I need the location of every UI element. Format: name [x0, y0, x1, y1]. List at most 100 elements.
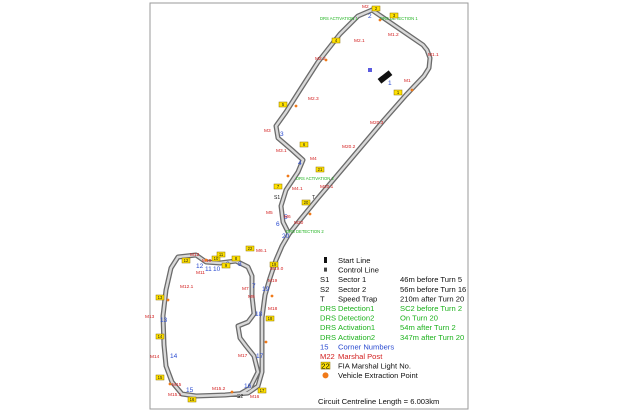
marshal-posts: M1 M1.1 M1.2 M2 M2.1 M2.2 M2.3 M3 M3.1 M…	[145, 4, 439, 400]
svg-text:12: 12	[184, 258, 189, 263]
marshal-m17: M17	[238, 353, 248, 359]
legend-label: Activation2	[338, 333, 375, 342]
marshal-m9: M9	[248, 294, 255, 300]
corner-18: 18	[255, 311, 263, 318]
legend-key: DRS	[320, 333, 336, 342]
svg-text:16: 16	[190, 397, 195, 402]
marshal-m2: M2	[362, 4, 369, 10]
marshal-m15: M15	[172, 382, 182, 388]
legend-row: Start Line	[324, 256, 371, 265]
marshal-m15-2: M15.2	[212, 386, 226, 392]
legend-label: Start Line	[338, 256, 371, 265]
extraction-point	[286, 174, 290, 178]
marshal-m2-2: M2.2	[315, 56, 326, 62]
marshal-m12: M12	[190, 252, 200, 258]
svg-text:19: 19	[272, 262, 277, 267]
marshal-m2-1: M2.1	[354, 38, 365, 44]
legend-label: FIA Marshal Light No.	[338, 362, 411, 371]
legend-detail: 56m before Turn 16	[400, 285, 466, 294]
light-21: 21	[315, 166, 325, 173]
marshal-m1: M1	[404, 78, 411, 84]
light-17: 17	[257, 387, 267, 394]
start-line-mark	[377, 70, 393, 84]
light-20: 20	[301, 199, 311, 206]
sector-2-mark: S2	[237, 394, 243, 400]
marshal-m19-0: M19.0	[270, 266, 284, 272]
light-8: 8	[231, 255, 241, 262]
light-5: 5	[278, 101, 288, 108]
corner-14: 14	[170, 353, 178, 360]
start-line-icon	[324, 257, 327, 263]
extraction-point	[294, 104, 298, 108]
light-12: 12	[181, 257, 191, 264]
corner-8: 8	[238, 261, 242, 268]
svg-text:5: 5	[282, 102, 285, 107]
extraction-point	[378, 18, 382, 22]
legend-label: Sector 1	[338, 275, 366, 284]
extraction-point	[168, 382, 172, 386]
svg-text:6: 6	[303, 142, 306, 147]
corner-17: 17	[256, 353, 264, 360]
marshal-m2-3: M2.3	[308, 96, 319, 102]
legend-detail: On Turn 20	[400, 314, 438, 323]
light-11: 11	[216, 251, 226, 258]
marshal-m13: M13	[145, 314, 155, 320]
control-line-mark	[368, 68, 372, 72]
map-frame	[149, 2, 469, 410]
legend-key: DRS	[320, 314, 336, 323]
legend-key: S1	[320, 275, 329, 284]
light-3: 3	[389, 12, 399, 19]
corner-7: 7	[252, 283, 256, 290]
control-line-icon	[324, 267, 327, 272]
legend-label: Detection2	[338, 314, 374, 323]
marshal-m16: M16	[250, 394, 260, 400]
marshal-light-icon	[320, 361, 331, 370]
marshal-m4-1: M4.1	[292, 186, 303, 192]
legend-detail: 46m before Turn 5	[400, 275, 462, 284]
corner-11: 11	[205, 266, 212, 273]
legend-label: Vehicle Extraction Point	[338, 371, 419, 380]
marshal-m20-2: M20.2	[342, 144, 356, 150]
legend-label: Speed Trap	[338, 294, 377, 303]
svg-text:18: 18	[268, 316, 273, 321]
marshal-m1-2: M1.2	[388, 32, 399, 38]
corner-19: 19	[262, 286, 270, 293]
svg-text:17: 17	[260, 388, 265, 393]
legend-row: Control Line	[324, 266, 379, 275]
sector-1-mark: S1	[274, 195, 280, 201]
marshal-m19: M19	[268, 278, 278, 284]
marshal-m15-1: M15.1	[168, 392, 182, 398]
svg-text:14: 14	[158, 334, 163, 339]
marshal-m6-1: M6.1	[256, 248, 267, 254]
drs-activation-1-label: DRS ACTIVATION 1	[320, 16, 358, 21]
extraction-point	[204, 258, 208, 262]
corner-3: 3	[280, 131, 284, 138]
light-6: 6	[299, 141, 309, 148]
light-13: 13	[155, 294, 165, 301]
svg-text:10: 10	[214, 256, 219, 261]
svg-text:22: 22	[248, 246, 253, 251]
svg-text:4: 4	[335, 38, 338, 43]
legend-detail: 347m after Turn 20	[400, 333, 464, 342]
corner-4: 4	[298, 160, 302, 167]
legend-label: Marshal Post	[338, 352, 383, 361]
marshal-m11: M11	[196, 270, 205, 276]
marshal-m3-1: M3.1	[276, 148, 287, 154]
circuit-length-note: Circuit Centreline Length = 6.003km	[318, 397, 439, 406]
extraction-point	[264, 340, 268, 344]
legend-key: 15	[320, 342, 328, 351]
light-15: 15	[155, 374, 165, 381]
marshal-m12-1: M12.1	[180, 284, 194, 290]
legend-label: Corner Numbers	[338, 342, 394, 351]
legend-row: S1 Sector 1 46m before Turn 5	[320, 275, 462, 284]
drs-detection-2-label: DRS DETECTION 2	[286, 229, 324, 234]
light-2: 2	[371, 5, 381, 12]
extraction-point	[410, 88, 414, 92]
light-19: 19	[269, 261, 279, 268]
svg-text:1: 1	[397, 90, 400, 95]
legend-key: S2	[320, 285, 329, 294]
